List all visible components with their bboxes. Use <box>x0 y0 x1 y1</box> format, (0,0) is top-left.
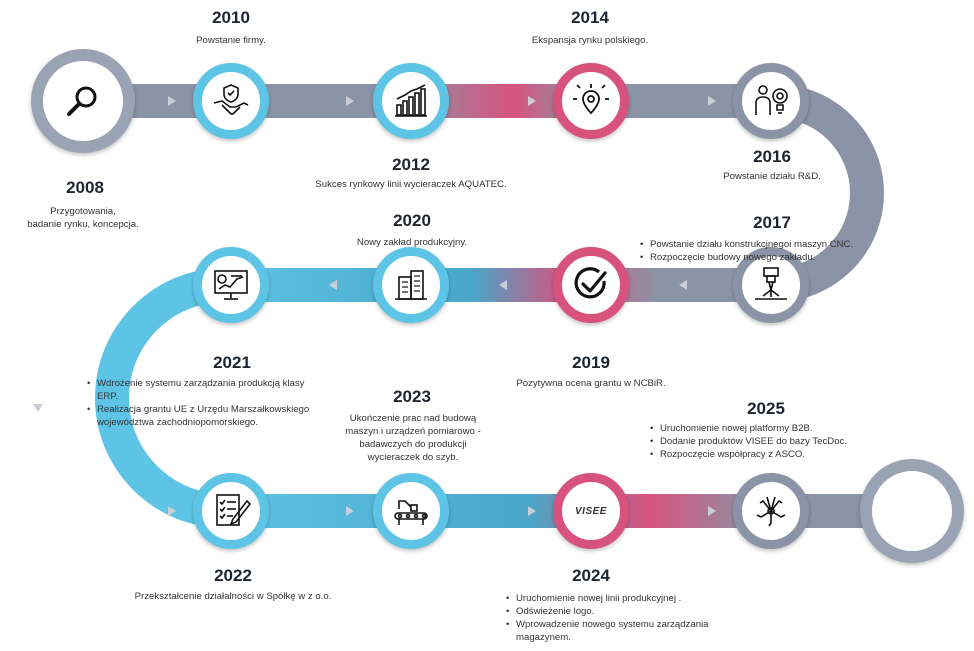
list-item: Wdrożenie systemu zarządzania produkcją … <box>85 377 325 403</box>
team-hands-icon <box>756 496 786 527</box>
desc-2023-line: wycieraczek do szyb. <box>367 452 459 463</box>
year-2010: 2010 <box>212 8 250 27</box>
desc-2020: Nowy zakład produkcyjny. <box>356 237 468 248</box>
list-item: Rozpoczęcie współpracy z ASCO. <box>648 448 908 461</box>
year-2024: 2024 <box>572 566 610 585</box>
desc-2023-line: maszyn i urządzeń pomiarowo - <box>345 426 481 437</box>
list-2017: Powstanie działu konstrukcjnegoi maszyn … <box>638 238 918 264</box>
node-2022 <box>193 473 269 549</box>
node-end <box>860 459 964 563</box>
desc-2022: Przekształcenie działalności w Spółkę w … <box>134 591 332 602</box>
node-2019 <box>553 247 629 323</box>
year-2020: 2020 <box>393 211 431 230</box>
desc-2010: Powstanie firmy. <box>196 35 266 46</box>
list-item: Uruchomienie nowej platformy B2B. <box>648 422 908 435</box>
cnc-machine-icon <box>755 267 787 300</box>
desc-2012: Sukces rynkowy linii wycieraczek AQUATEC… <box>315 179 507 190</box>
node-2010 <box>193 63 269 139</box>
node-2012 <box>373 63 449 139</box>
list-2025: Uruchomienie nowej platformy B2B. Dodani… <box>648 422 908 461</box>
bar-chart-icon <box>395 84 427 117</box>
year-2012: 2012 <box>392 155 430 174</box>
track-curve-left <box>95 268 225 528</box>
node-2025 <box>733 473 809 549</box>
handshake-icon <box>213 84 249 115</box>
year-2016: 2016 <box>753 147 791 166</box>
location-pin-icon <box>573 84 609 115</box>
year-2014: 2014 <box>571 8 609 27</box>
list-item: Powstanie działu konstrukcjnegoi maszyn … <box>638 238 918 251</box>
list-2021: Wdrożenie systemu zarządzania produkcją … <box>85 377 325 429</box>
list-item: Wprowadzenie nowego systemu zarządzania … <box>504 618 734 644</box>
desc-2008: Przygotowania, badanie rynku, koncepcja. <box>0 205 166 231</box>
desc-2019: Pozytywna ocena grantu w NCBiR. <box>516 378 666 389</box>
building-icon <box>395 270 427 300</box>
monitor-chart-icon <box>214 270 248 300</box>
desc-2023-line: Ukończenie prac nad budową <box>349 413 477 424</box>
document-pen-icon <box>216 494 251 526</box>
year-2008: 2008 <box>66 178 104 197</box>
node-2024: VISEE <box>553 473 629 549</box>
visee-logo: VISEE <box>575 505 607 517</box>
node-2020 <box>373 247 449 323</box>
list-item: Rozpoczęcie budowy nowego zakładu. <box>638 251 918 264</box>
checkmark-icon <box>574 267 607 299</box>
list-item: Odświeżenie logo. <box>504 605 734 618</box>
list-item: Realizacja grantu UE z Urzędu Marszałkow… <box>85 403 325 429</box>
desc-2023-line: badawczych do produkcji <box>359 439 467 450</box>
node-2023 <box>373 473 449 549</box>
desc-2014: Ekspansja rynku polskiego. <box>531 35 649 46</box>
track-arrows <box>33 96 716 516</box>
year-2017: 2017 <box>753 213 791 232</box>
node-2021 <box>193 247 269 323</box>
magnifier-icon <box>67 86 97 116</box>
list-item: Uruchomienie nowej linii produkcyjnej . <box>504 592 734 605</box>
desc-2023: Ukończenie prac nad budową maszyn i urzą… <box>318 412 508 464</box>
year-2023: 2023 <box>393 387 431 406</box>
node-2016 <box>733 63 809 139</box>
desc-2016: Powstanie działu R&D. <box>723 171 821 182</box>
year-2022: 2022 <box>214 566 252 585</box>
node-2008 <box>31 49 135 153</box>
year-2025: 2025 <box>747 399 785 418</box>
year-2019: 2019 <box>572 353 610 372</box>
list-item: Dodanie produktów VISEE do bazy TecDoc. <box>648 435 908 448</box>
desc-2008-line: Przygotowania, <box>50 206 116 217</box>
list-2024: Uruchomienie nowej linii produkcyjnej . … <box>504 592 734 644</box>
research-icon <box>755 85 788 115</box>
production-line-icon <box>394 500 428 525</box>
node-2014 <box>553 63 629 139</box>
year-2021: 2021 <box>213 353 251 372</box>
desc-2008-line: badanie rynku, koncepcja. <box>27 219 139 230</box>
